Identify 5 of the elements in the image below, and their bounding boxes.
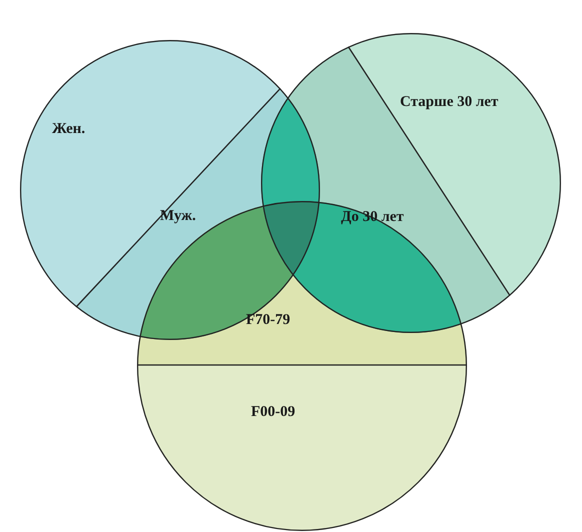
region-label: F00-09 xyxy=(251,404,296,421)
region-label: Жен. xyxy=(52,121,86,138)
region-label: Муж. xyxy=(160,208,196,225)
region-label: F70-79 xyxy=(246,312,290,329)
region-label: Старше 30 лет xyxy=(400,94,498,111)
